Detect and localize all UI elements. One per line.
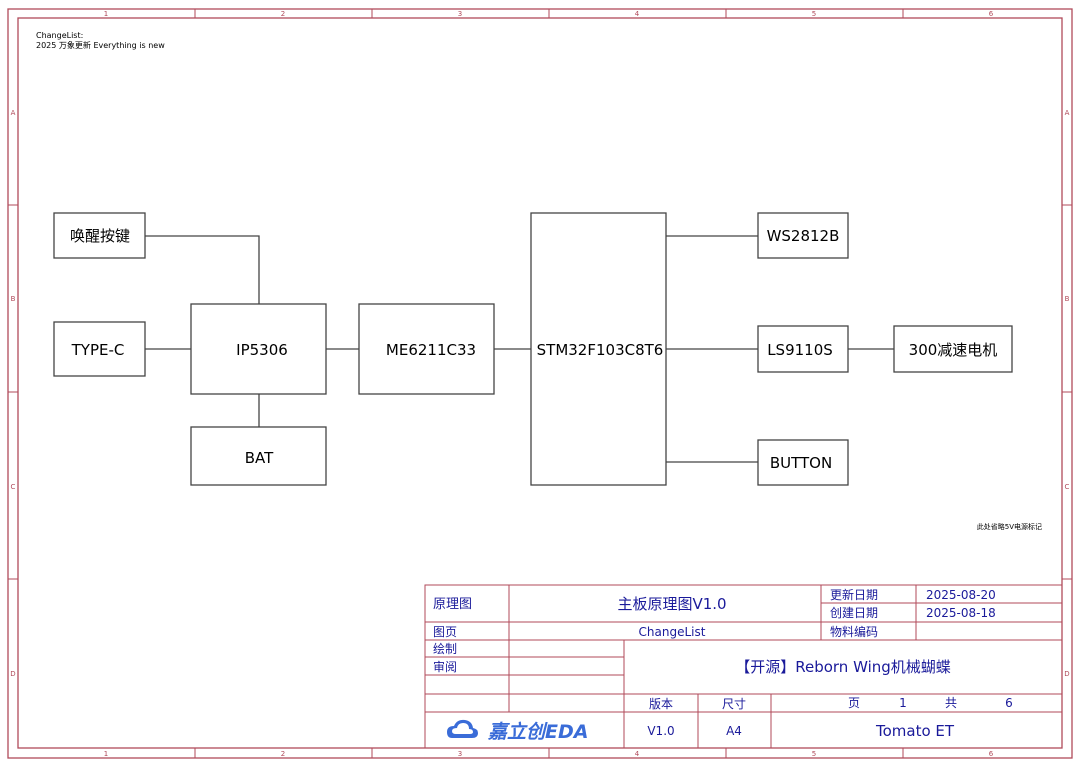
jlc-eda-logo: 嘉立创EDA xyxy=(447,719,588,743)
col-label-bottom-6: 6 xyxy=(989,750,994,758)
row-label-left-c: C xyxy=(11,483,16,491)
tb-version-value: V1.0 xyxy=(647,724,674,738)
row-label-left-d: D xyxy=(10,670,15,678)
block-bat-label: BAT xyxy=(245,449,274,467)
cloud-icon xyxy=(447,719,478,738)
col-label-top-5: 5 xyxy=(812,10,816,18)
block-button[interactable]: BUTTON xyxy=(757,439,849,486)
tb-page-number: 1 xyxy=(899,696,907,710)
col-label-bottom-2: 2 xyxy=(281,750,285,758)
tb-version-label: 版本 xyxy=(649,697,673,711)
jlc-eda-logo-text: 嘉立创EDA xyxy=(487,721,588,743)
tb-updated-value: 2025-08-20 xyxy=(926,588,996,602)
block-ip5306-label: IP5306 xyxy=(236,341,288,359)
col-label-top-6: 6 xyxy=(989,10,994,18)
block-wake-key[interactable]: 唤醒按键 xyxy=(53,212,146,259)
tb-author: Tomato ET xyxy=(875,722,955,740)
tb-page-label: 图页 xyxy=(433,625,457,639)
title-block xyxy=(424,584,1063,749)
tb-updated-label: 更新日期 xyxy=(830,587,878,602)
col-label-bottom-5: 5 xyxy=(812,750,816,758)
block-ip5306[interactable]: IP5306 xyxy=(190,303,327,395)
tb-total-word: 共 xyxy=(945,696,957,710)
block-ldo[interactable]: ME6211C33 xyxy=(358,303,495,395)
block-led[interactable]: WS2812B xyxy=(757,212,849,259)
row-label-left-b: B xyxy=(11,295,16,303)
tb-drawn-label: 绘制 xyxy=(433,641,457,656)
block-bat[interactable]: BAT xyxy=(190,426,327,486)
column-ticks xyxy=(194,9,904,758)
block-led-label: WS2812B xyxy=(767,227,840,245)
changelist-heading: ChangeList: xyxy=(36,31,83,40)
changelist-entry: 2025 万象更新 Everything is new xyxy=(36,40,165,50)
row-label-left-a: A xyxy=(11,109,16,117)
col-label-bottom-1: 1 xyxy=(104,750,108,758)
row-label-right-c: C xyxy=(1065,483,1070,491)
tb-schematic-value: 主板原理图V1.0 xyxy=(617,595,726,613)
power-omitted-note: 此处省略5V电源标记 xyxy=(977,522,1042,531)
block-type-c[interactable]: TYPE-C xyxy=(53,321,146,377)
tb-size-label: 尺寸 xyxy=(722,697,746,711)
col-label-top-4: 4 xyxy=(635,10,640,18)
block-motor-label: 300减速电机 xyxy=(909,341,998,359)
col-label-bottom-3: 3 xyxy=(458,750,462,758)
block-mcu-label: STM32F103C8T6 xyxy=(537,341,664,359)
block-ldo-label: ME6211C33 xyxy=(386,341,476,359)
block-driver[interactable]: LS9110S xyxy=(757,325,849,373)
col-label-top-2: 2 xyxy=(281,10,285,18)
tb-project-title: 【开源】Reborn Wing机械蝴蝶 xyxy=(735,658,951,676)
tb-created-label: 创建日期 xyxy=(830,606,878,620)
outer-frame xyxy=(7,8,1073,759)
tb-review-label: 审阅 xyxy=(433,659,457,674)
tb-created-value: 2025-08-18 xyxy=(926,606,996,620)
col-label-top-1: 1 xyxy=(104,10,108,18)
row-ticks xyxy=(8,204,1072,580)
tb-material-label: 物料编码 xyxy=(830,624,878,639)
tb-total-number: 6 xyxy=(1005,696,1013,710)
block-wake-key-label: 唤醒按键 xyxy=(70,227,130,245)
tb-page-value: ChangeList xyxy=(639,625,706,639)
wires xyxy=(145,235,894,463)
row-label-right-b: B xyxy=(1065,295,1070,303)
row-label-right-d: D xyxy=(1064,670,1069,678)
block-mcu[interactable]: STM32F103C8T6 xyxy=(530,212,667,486)
row-label-right-a: A xyxy=(1065,109,1070,117)
tb-schematic-label: 原理图 xyxy=(433,597,472,612)
block-button-label: BUTTON xyxy=(770,454,832,472)
tb-size-value: A4 xyxy=(726,724,742,738)
col-label-bottom-4: 4 xyxy=(635,750,640,758)
block-driver-label: LS9110S xyxy=(767,341,833,359)
tb-page-word: 页 xyxy=(848,696,860,710)
block-type-c-label: TYPE-C xyxy=(71,341,125,359)
col-label-top-3: 3 xyxy=(458,10,462,18)
block-motor[interactable]: 300减速电机 xyxy=(893,325,1013,373)
